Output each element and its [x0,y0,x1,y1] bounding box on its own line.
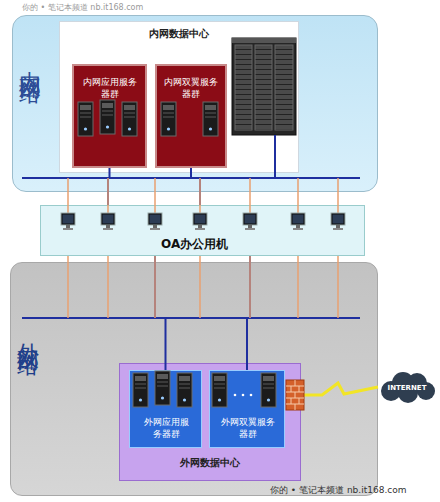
node-label: OA办公用机 [161,238,228,250]
monitor-icon [61,213,75,230]
network-link [108,168,110,205]
lightning-link [301,383,378,395]
rack-column [255,45,272,130]
workstation-wires [68,178,338,318]
monitor-icon [193,213,207,230]
server-icon [212,373,227,407]
monitor-icon [148,213,162,230]
connector-layer [108,168,378,395]
monitor-icon [291,213,305,230]
node-label: INTERNET [378,382,436,394]
network-bus [22,317,360,319]
monitor-icon [243,213,257,230]
network-bus [22,177,360,179]
workstation-wire [107,256,109,318]
server-group: 内网双翼服务器群 [155,64,227,168]
server-icon [177,373,192,407]
node-label: 内网数据中心 [60,28,298,40]
brick-line [286,404,304,405]
server-group: 外网应用服务器群 [129,370,202,448]
server-icon [78,102,93,136]
workstation-wire [154,178,156,213]
brick-line [286,392,304,393]
node-label: 内网应用服务器群 [81,76,139,100]
brick-line [295,404,296,410]
network-link [191,168,200,205]
node-label: 外网应用服务器群 [143,416,190,440]
ellipsis-dot [250,394,253,397]
firewall-wall [286,380,304,410]
workstation-wire [199,256,201,318]
network-link [155,256,166,370]
data-center: 内网数据中心内网应用服务器群内网双翼服务器群 [59,21,299,173]
brick-line [295,392,296,398]
workstation-wire [154,256,156,318]
brick-line [291,398,292,404]
brick-line [286,398,304,399]
workstation-wire [337,178,339,213]
ellipsis-dot [234,394,237,397]
node-label: 内网双翼服务器群 [162,76,220,100]
server-icon [133,373,148,407]
network-link [247,256,250,370]
server-icon [261,373,276,407]
node-label: 外网数据中心 [120,457,300,469]
rack-column [235,45,252,130]
data-center: 外网数据中心 外网应用服务器群 外网双翼服务器群 [119,363,301,481]
server-icon [155,371,170,405]
network-zone: 内部网络内网数据中心内网应用服务器群内网双翼服务器群 [12,15,378,192]
workstation-band: OA办公用机 [40,205,365,256]
workstation-wire [67,178,69,213]
rack-cabinet [232,38,296,135]
node-label: 外网双翼服务器群 [220,416,276,440]
server-group: 内网应用服务器群 [72,64,147,168]
workstation-wire [297,256,299,318]
brick-line [291,386,292,392]
workstation-wire [249,178,251,213]
firewall-icon [286,380,304,410]
workstation-wire [249,256,251,318]
node-label: 内部网络 [17,53,43,69]
bus-drop [274,135,276,178]
watermark: 你的 • 笔记本频道 nb.it168.com [270,484,406,497]
ellipsis-dot [242,394,245,397]
watermark: 你的 • 笔记本频道 nb.it168.com [22,2,143,13]
network-zone: 外部网络外网数据中心 外网应用服务器群 外网双翼服务器群 [10,262,378,496]
rack-column [275,45,293,130]
server-icon [122,102,137,136]
server-icon [203,102,218,136]
monitor-icon [331,213,345,230]
server-icon [100,100,115,134]
brick-line [286,386,304,387]
workstation-wire [337,256,339,318]
internet-cloud: INTERNET [378,370,436,404]
brick-line [299,386,300,392]
monitor-icon [101,213,115,230]
server-icon [161,102,176,136]
server-rack [232,38,296,135]
server-group: 外网双翼服务器群 [209,370,285,448]
brick-line [299,398,300,404]
workstation-wire [67,256,69,318]
firewall-bricks [286,380,304,410]
rack-top [232,38,296,43]
node-label: 外部网络 [15,325,41,341]
brick-line [295,380,296,386]
workstation-wire [107,178,109,213]
workstation-wire [297,178,299,213]
workstation-wire [199,178,201,213]
